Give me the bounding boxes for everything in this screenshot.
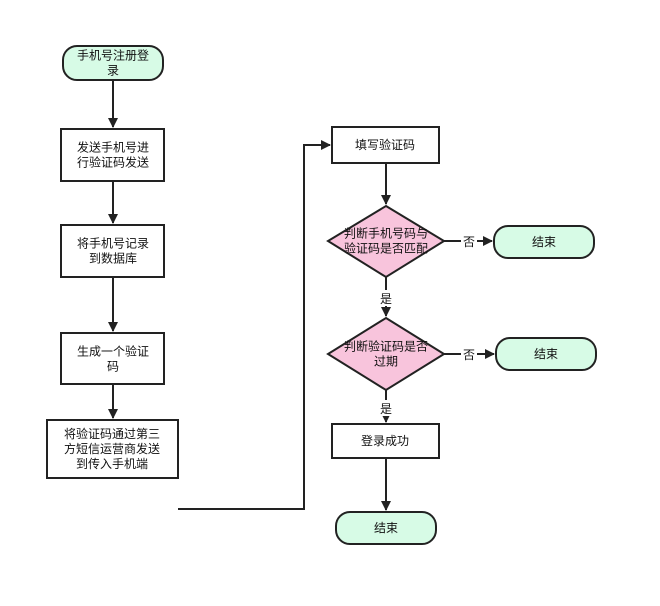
node-check-expired: 判断验证码是否过期	[326, 316, 446, 392]
node-label-line: 结束	[534, 347, 558, 361]
node-fill-code: 填写验证码	[331, 126, 440, 164]
node-label-line: 验证码是否匹配	[344, 241, 428, 256]
edge-label-no-2: 否	[463, 348, 475, 362]
node-label-line: 到数据库	[89, 251, 137, 266]
node-end-3: 结束	[335, 511, 437, 545]
node-end-2: 结束	[495, 337, 597, 371]
node-end-1: 结束	[493, 225, 595, 259]
node-label-line: 行验证码发送	[77, 155, 149, 170]
node-send-code: 发送手机号进行验证码发送	[60, 128, 165, 182]
node-send-sms-text: 将验证码通过第三方短信运营商发送到传入手机端	[64, 426, 160, 471]
node-check-match: 判断手机号码与验证码是否匹配	[326, 204, 446, 279]
node-record-phone-text: 将手机号记录到数据库	[77, 237, 149, 266]
edge-labels: 否 是 否 是	[378, 233, 477, 416]
node-label-line: 将手机号记录	[77, 237, 149, 251]
node-start: 手机号注册登录	[62, 45, 164, 81]
node-login-success-text: 登录成功	[361, 433, 409, 448]
node-check-match-text: 判断手机号码与验证码是否匹配	[344, 226, 428, 256]
node-send-sms: 将验证码通过第三方短信运营商发送到传入手机端	[46, 419, 179, 479]
node-label-line: 结束	[374, 521, 398, 535]
node-label-line: 登录成功	[361, 433, 409, 448]
edge-label-yes-2: 是	[380, 402, 392, 416]
edge-label-yes-1: 是	[380, 292, 392, 306]
node-label-line: 判断验证码是否	[344, 339, 428, 354]
node-send-code-text: 发送手机号进行验证码发送	[77, 140, 149, 170]
node-label-line: 填写验证码	[355, 137, 415, 152]
node-label-line: 发送手机号进	[77, 140, 149, 155]
node-label-line: 过期	[374, 355, 398, 369]
edge-label-no-1: 否	[463, 235, 475, 249]
node-label-line: 到传入手机端	[76, 456, 148, 471]
node-end-3-text: 结束	[374, 521, 398, 535]
node-label-line: 将验证码通过第三	[64, 426, 160, 441]
node-end-2-text: 结束	[534, 347, 558, 361]
node-label-line: 码	[107, 360, 119, 374]
node-label-line: 结束	[532, 235, 556, 249]
nodes: 手机号注册登录 发送手机号进行验证码发送 将手机号记录到数据库 生成一个验证码 …	[46, 45, 597, 545]
node-end-1-text: 结束	[532, 235, 556, 249]
node-gen-code: 生成一个验证码	[60, 332, 165, 385]
node-record-phone: 将手机号记录到数据库	[60, 224, 165, 278]
node-check-expired-text: 判断验证码是否过期	[344, 339, 428, 369]
node-login-success: 登录成功	[331, 423, 440, 459]
edge-sms-to-fill	[178, 140, 331, 510]
node-fill-code-text: 填写验证码	[355, 137, 415, 152]
node-label-line: 手机号注册登	[77, 48, 149, 63]
node-label-line: 生成一个验证	[77, 344, 149, 359]
node-label-line: 方短信运营商发送	[64, 441, 160, 456]
node-label-line: 判断手机号码与	[344, 226, 428, 241]
node-gen-code-text: 生成一个验证码	[77, 344, 149, 374]
node-label-line: 录	[107, 64, 119, 78]
node-start-text: 手机号注册登录	[77, 48, 149, 78]
